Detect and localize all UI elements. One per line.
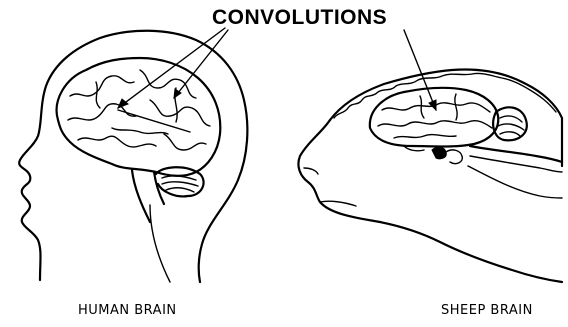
- human-brain-caption: HUMAN BRAIN: [78, 303, 177, 318]
- sheep-brain-icon: [370, 88, 562, 172]
- human-brain-icon: [57, 58, 221, 222]
- sheep-brain-caption: SHEEP BRAIN: [441, 303, 533, 318]
- sheep-head-outline-icon: [298, 70, 562, 282]
